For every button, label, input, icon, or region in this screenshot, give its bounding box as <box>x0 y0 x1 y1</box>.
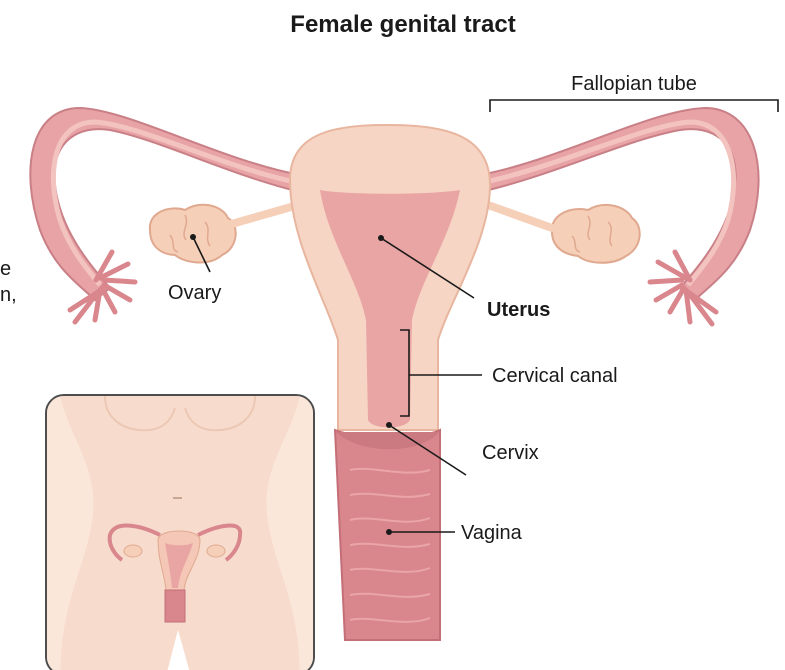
diagram-title: Female genital tract <box>290 11 515 38</box>
right-ovary <box>488 205 640 263</box>
right-fallopian-tube <box>480 108 759 300</box>
label-cervical-canal: Cervical canal <box>492 365 618 387</box>
label-cervix: Cervix <box>482 442 539 464</box>
vagina <box>335 430 440 640</box>
label-uterus: Uterus <box>487 299 550 321</box>
left-fallopian-tube <box>30 108 300 300</box>
cropped-text-line-2: n, <box>0 284 17 306</box>
label-fallopian-tube: Fallopian tube <box>571 73 697 95</box>
cropped-text-line-1: e <box>0 258 11 280</box>
label-vagina: Vagina <box>461 522 523 544</box>
label-ovary: Ovary <box>168 282 221 304</box>
left-ovary <box>150 205 298 263</box>
fallopian-tube-bracket <box>490 100 778 112</box>
inset-body-panel <box>46 395 314 670</box>
